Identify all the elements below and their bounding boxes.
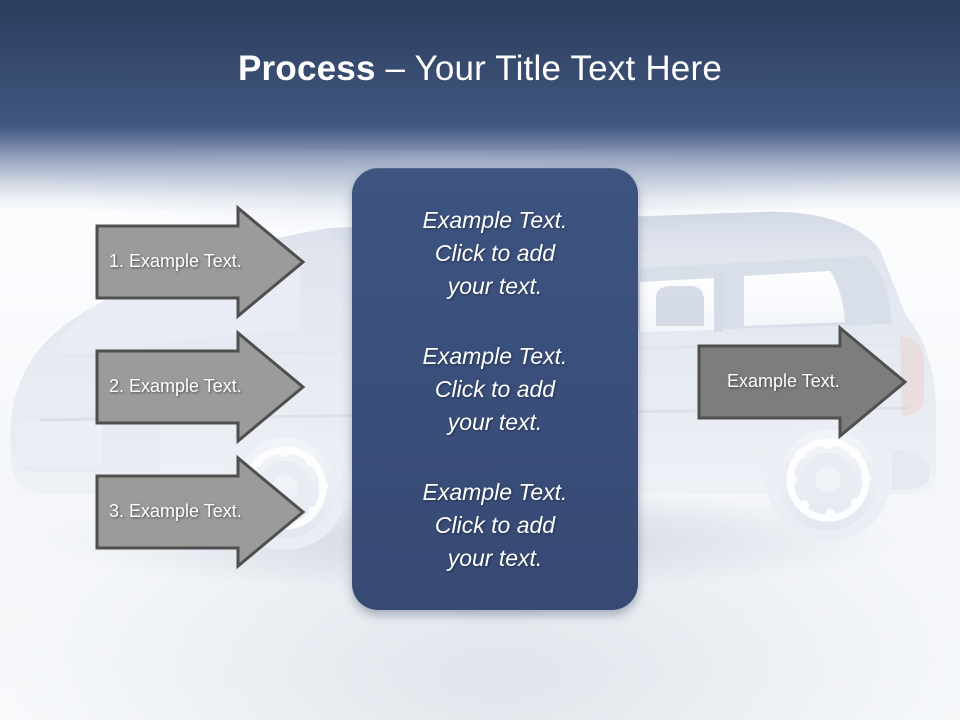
result-arrow[interactable]: Example Text. — [697, 324, 908, 440]
page-title-bold: Process — [238, 49, 376, 88]
panel-text-block-1: Example Text. Click to add your text. — [422, 207, 568, 299]
van-rear-wheel — [766, 418, 890, 542]
panel-text-block-2: Example Text. Click to add your text. — [422, 343, 568, 435]
page-title-rest: – Your Title Text Here — [375, 49, 722, 88]
step-arrow-2[interactable]: 2. Example Text. — [95, 329, 306, 445]
step-arrow-1[interactable]: 1. Example Text. — [95, 204, 306, 320]
center-content-panel[interactable]: Example Text. Click to add your text. Ex… — [352, 168, 638, 610]
page-title: Process – Your Title Text Here — [0, 48, 960, 90]
step-arrow-3[interactable]: 3. Example Text. — [95, 454, 306, 570]
title-band — [0, 0, 960, 128]
panel-text-block-3: Example Text. Click to add your text. — [422, 479, 568, 571]
